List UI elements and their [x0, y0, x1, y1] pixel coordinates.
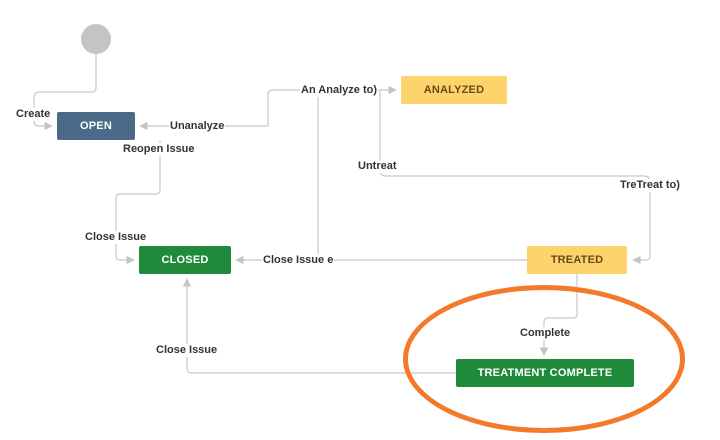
- transition-label-treat[interactable]: TreTreat to): [619, 179, 681, 192]
- transition-label-untreat[interactable]: Untreat: [357, 160, 398, 173]
- an-analyze-connector: [267, 85, 397, 126]
- transition-label-reopen-issue[interactable]: Reopen Issue: [122, 143, 196, 156]
- untreat-connector: [379, 90, 651, 265]
- state-closed[interactable]: CLOSED: [139, 246, 231, 274]
- close-issue-complete-connector: [182, 278, 456, 374]
- transition-label-close-issue-complete[interactable]: Close Issue: [155, 344, 219, 357]
- transition-label-create[interactable]: Create: [15, 108, 52, 121]
- complete-connector: [539, 274, 578, 356]
- transition-label-close-issue-open[interactable]: Close Issue: [84, 231, 148, 244]
- transition-label-close-issue-treated[interactable]: Close Issue e: [262, 254, 335, 267]
- create-connector: [33, 54, 97, 131]
- state-treatment-complete[interactable]: TREATMENT COMPLETE: [456, 359, 634, 387]
- state-open[interactable]: OPEN: [57, 112, 135, 140]
- start-node: [81, 24, 111, 54]
- transition-label-unanalyze[interactable]: Unanalyze: [169, 120, 226, 133]
- reopen-issue-connector: [115, 140, 161, 265]
- transition-label-an-analyze[interactable]: An Analyze to): [300, 84, 378, 97]
- transition-label-complete[interactable]: Complete: [519, 327, 572, 340]
- state-analyzed[interactable]: ANALYZED: [401, 76, 507, 104]
- state-treated[interactable]: TREATED: [527, 246, 627, 274]
